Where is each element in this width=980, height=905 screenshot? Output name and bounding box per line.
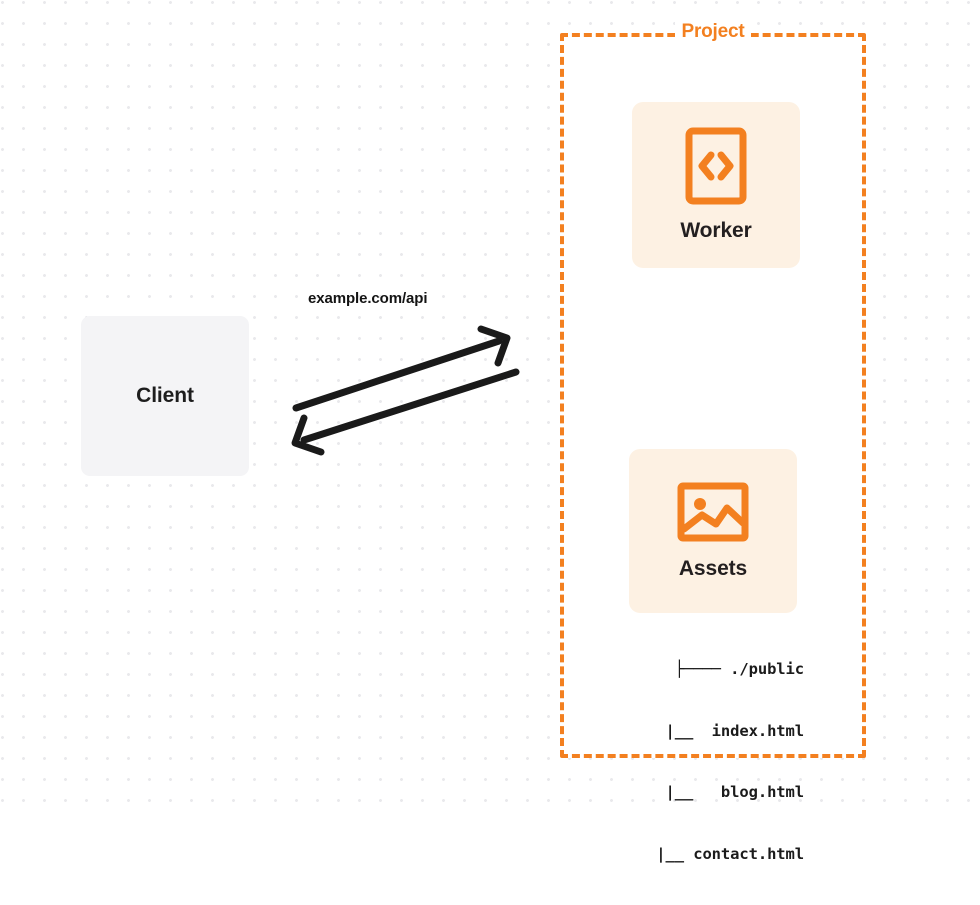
assets-card[interactable]: Assets xyxy=(629,449,797,613)
worker-card-label: Worker xyxy=(680,219,752,242)
file-tree-line: ├──── ./public xyxy=(674,660,804,678)
assets-card-label: Assets xyxy=(678,557,748,580)
assets-file-tree: ├──── ./public |__ index.html |__ blog.h… xyxy=(604,618,804,905)
arrow-right-icon xyxy=(292,325,511,412)
arrow-left-icon xyxy=(291,368,520,456)
code-brackets-icon xyxy=(685,127,747,205)
project-title-text: Project xyxy=(675,21,751,43)
diagram-canvas: Client example.com/api Project Worker xyxy=(0,0,980,863)
project-title: Project xyxy=(560,21,866,43)
file-tree-line: |__ blog.html xyxy=(619,783,805,801)
file-tree-line: |__ index.html xyxy=(619,721,805,740)
client-node[interactable]: Client xyxy=(81,316,249,476)
worker-card[interactable]: Worker xyxy=(632,102,800,268)
image-picture-icon xyxy=(677,481,749,543)
file-tree-line: |__ contact.html xyxy=(610,844,804,863)
connection-label: example.com/api xyxy=(308,290,428,307)
client-node-label: Client xyxy=(136,384,194,407)
